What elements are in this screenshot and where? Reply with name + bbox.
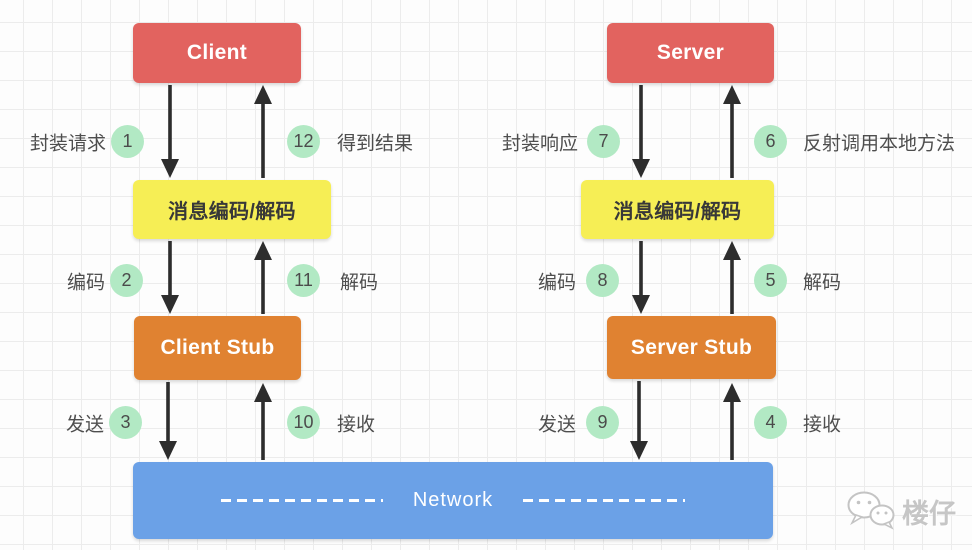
step-label-12: 得到结果 xyxy=(337,133,414,155)
client-codec-box: 消息编码/解码 xyxy=(133,180,331,239)
wechat-icon xyxy=(847,491,895,530)
step-circle-1: 1 xyxy=(111,125,144,158)
step-label-3: 发送 xyxy=(65,414,104,436)
step-circle-3: 3 xyxy=(109,406,142,439)
network-box: Network xyxy=(133,462,773,539)
server-box: Server xyxy=(607,23,774,83)
step-label-4: 接收 xyxy=(803,414,842,436)
step-label-7: 封装响应 xyxy=(501,133,578,155)
step-circle-10: 10 xyxy=(287,406,320,439)
step-circle-9: 9 xyxy=(586,406,619,439)
client-box: Client xyxy=(133,23,301,83)
step-label-10: 接收 xyxy=(337,414,376,436)
network-dash-left xyxy=(220,499,383,502)
step-circle-6: 6 xyxy=(754,125,787,158)
watermark: 楼仔 xyxy=(845,490,956,532)
step-label-5: 解码 xyxy=(803,272,842,294)
step-circle-11: 11 xyxy=(287,264,320,297)
server-stub-box: Server Stub xyxy=(607,316,776,379)
step-label-9: 发送 xyxy=(537,414,576,436)
network-label: Network xyxy=(412,489,494,511)
step-label-11: 解码 xyxy=(340,272,379,294)
step-circle-2: 2 xyxy=(110,264,143,297)
watermark-text: 楼仔 xyxy=(902,498,956,529)
network-dash-right xyxy=(523,499,686,502)
server-codec-box: 消息编码/解码 xyxy=(581,180,774,239)
step-label-8: 编码 xyxy=(537,272,576,294)
step-label-1: 封装请求 xyxy=(29,133,106,155)
step-label-6: 反射调用本地方法 xyxy=(803,133,956,155)
step-circle-8: 8 xyxy=(586,264,619,297)
step-circle-7: 7 xyxy=(587,125,620,158)
step-circle-12: 12 xyxy=(287,125,320,158)
step-circle-4: 4 xyxy=(754,406,787,439)
client-stub-box: Client Stub xyxy=(134,316,301,380)
step-circle-5: 5 xyxy=(754,264,787,297)
step-label-2: 编码 xyxy=(66,272,105,294)
